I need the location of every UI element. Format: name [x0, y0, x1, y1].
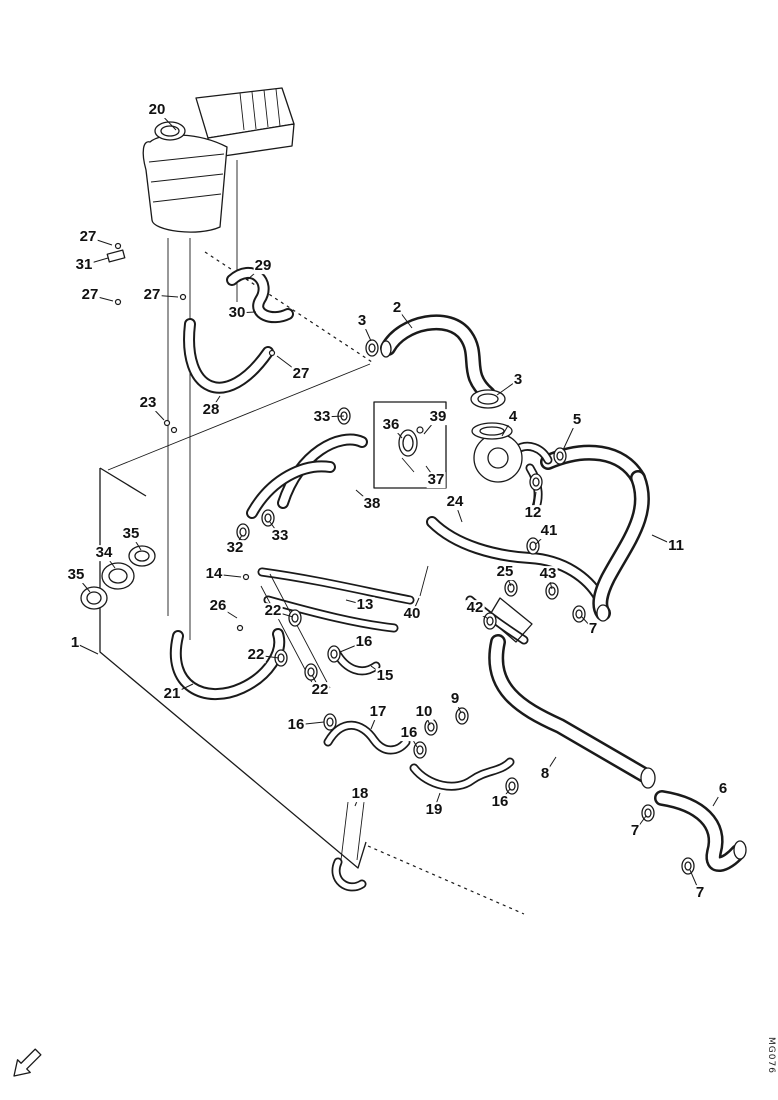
callout-10: 10: [414, 703, 434, 721]
callout-31: 31: [74, 256, 94, 274]
callout-41: 41: [539, 522, 559, 540]
callout-7: 7: [629, 822, 641, 840]
callout-24: 24: [445, 493, 465, 511]
callout-27: 27: [80, 286, 100, 304]
callout-40: 40: [402, 605, 422, 623]
callout-28: 28: [201, 401, 221, 419]
filler-cap: [154, 121, 186, 141]
dashed-alignment-line-top: [204, 251, 373, 363]
callout-27: 27: [291, 365, 311, 383]
callout-11: 11: [667, 537, 685, 555]
callout-39: 39: [428, 408, 448, 426]
clip-31: [106, 249, 126, 263]
callout-22: 22: [310, 681, 330, 699]
construction-lines: [107, 160, 525, 915]
callout-42: 42: [465, 599, 485, 617]
callout-35: 35: [121, 525, 141, 543]
callout-9: 9: [449, 690, 461, 708]
dashed-alignment-line-bottom: [367, 845, 525, 915]
callout-20: 20: [147, 101, 167, 119]
callout-19: 19: [424, 801, 444, 819]
hose-clamps: [236, 339, 695, 875]
callout-16: 16: [399, 724, 419, 742]
callout-7: 7: [694, 884, 706, 902]
callout-25: 25: [495, 563, 515, 581]
callout-33: 33: [270, 527, 290, 545]
callout-23: 23: [138, 394, 158, 412]
orientation-arrow-icon: [13, 1048, 42, 1077]
callout-16: 16: [490, 793, 510, 811]
expansion-tank: [142, 87, 295, 233]
drawing-code: MG076: [766, 1037, 776, 1074]
callout-38: 38: [362, 495, 382, 513]
callout-3: 3: [356, 312, 368, 330]
callout-17: 17: [368, 703, 388, 721]
detail-box: [373, 401, 447, 489]
callout-43: 43: [538, 565, 558, 583]
callout-35: 35: [66, 566, 86, 584]
callout-18: 18: [350, 785, 370, 803]
callout-6: 6: [717, 780, 729, 798]
callout-37: 37: [426, 471, 446, 489]
callout-12: 12: [523, 504, 543, 522]
callout-26: 26: [208, 597, 228, 615]
callout-27: 27: [78, 228, 98, 246]
inlet-flanges: [80, 545, 156, 610]
callout-5: 5: [571, 411, 583, 429]
callout-22: 22: [246, 646, 266, 664]
callout-7: 7: [587, 620, 599, 638]
callout-3: 3: [512, 371, 524, 389]
pipe-ends: [380, 340, 747, 860]
callout-4: 4: [507, 408, 519, 426]
callout-1: 1: [69, 634, 81, 652]
callout-29: 29: [253, 257, 273, 275]
water-pump: [471, 422, 523, 483]
callout-2: 2: [391, 299, 403, 317]
fasteners: [106, 242, 276, 632]
callout-27: 27: [142, 286, 162, 304]
callout-21: 21: [162, 685, 182, 703]
callout-8: 8: [539, 765, 551, 783]
callout-16: 16: [354, 633, 374, 651]
callout-14: 14: [204, 565, 224, 583]
callout-22: 22: [263, 602, 283, 620]
callout-34: 34: [94, 544, 114, 562]
hoses: [176, 273, 738, 887]
callout-32: 32: [225, 539, 245, 557]
callout-30: 30: [227, 304, 247, 322]
thermostat-flange: [470, 389, 506, 409]
callout-16: 16: [286, 716, 306, 734]
callout-33: 33: [312, 408, 332, 426]
callout-15: 15: [375, 667, 395, 685]
callout-36: 36: [381, 416, 401, 434]
callout-13: 13: [355, 596, 375, 614]
